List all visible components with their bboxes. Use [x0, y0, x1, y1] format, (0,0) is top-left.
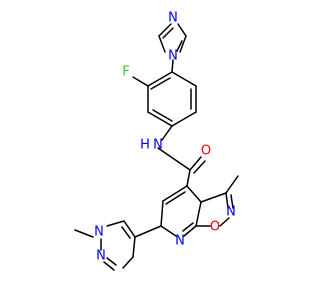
bond	[147, 71, 173, 87]
bond	[182, 222, 194, 232]
atom-label-nitrogen: N	[96, 249, 106, 264]
bond	[179, 35, 187, 53]
atom-label-fluorine: F	[122, 65, 129, 80]
bond	[158, 35, 166, 53]
bond	[219, 217, 230, 227]
bond	[150, 77, 171, 90]
bond	[225, 192, 229, 209]
bond	[160, 225, 177, 237]
bond	[157, 147, 191, 171]
bond	[171, 111, 197, 127]
atom-label-nitrogen: N	[168, 49, 178, 64]
bond	[121, 226, 131, 239]
bond	[106, 257, 117, 266]
atom-label-hydrogen: H	[140, 138, 150, 153]
bond	[134, 225, 162, 238]
atom-labels: N N F N H O N O N N N	[94, 11, 236, 264]
atom-label-nitrogen: N	[168, 11, 178, 26]
molecule-structure-diagram: N N F N H O N O N N N	[74, 11, 239, 271]
bond	[200, 192, 227, 203]
bond	[162, 185, 188, 202]
bond	[177, 23, 187, 37]
bond	[176, 40, 183, 52]
bond	[123, 220, 136, 238]
atom-label-nitrogen: N	[153, 138, 163, 153]
atom-label-nitrogen: N	[226, 205, 236, 220]
bond	[165, 191, 186, 205]
bond	[158, 23, 172, 37]
bond	[195, 201, 202, 227]
atom-label-oxygen: O	[201, 144, 211, 159]
bond	[171, 71, 197, 87]
bond	[160, 200, 164, 227]
atom-label-nitrogen: N	[175, 234, 185, 249]
atom-label-oxygen: O	[210, 220, 220, 235]
atom-label-nitrogen: N	[94, 225, 104, 240]
bond	[162, 27, 174, 39]
bond	[193, 160, 206, 174]
bond	[186, 185, 202, 203]
bond	[103, 261, 115, 271]
bonds	[74, 23, 239, 271]
bond	[147, 111, 173, 127]
bond	[122, 256, 134, 269]
bond	[132, 76, 149, 87]
bond	[230, 194, 234, 209]
bond	[161, 125, 173, 141]
bond	[189, 156, 202, 171]
bond	[183, 225, 197, 237]
bond	[74, 229, 94, 238]
bond	[171, 59, 174, 73]
bond	[186, 169, 191, 187]
bond	[106, 220, 125, 227]
bond	[132, 236, 136, 258]
bond	[152, 109, 173, 122]
bond	[225, 175, 239, 194]
